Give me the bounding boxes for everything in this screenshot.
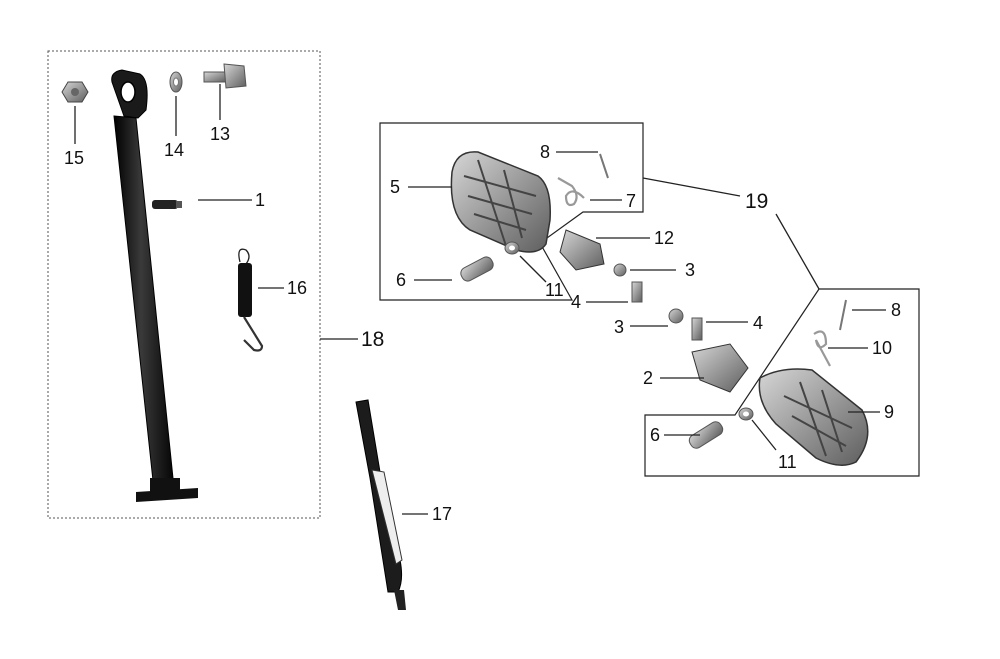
callout-15: 15 xyxy=(64,148,84,168)
group-box-18 xyxy=(47,50,321,519)
callout-1: 1 xyxy=(255,190,265,210)
side-stand-part xyxy=(111,69,198,502)
bolt-3-upper-part xyxy=(613,263,627,277)
group-box-19-lower xyxy=(644,288,920,477)
washer-part xyxy=(169,71,183,93)
return-spring-part xyxy=(238,248,264,352)
callout-11-upper: 11 xyxy=(545,280,564,300)
stand-clip-part xyxy=(355,399,406,610)
callout-10: 10 xyxy=(872,338,892,358)
clevis-pin-upper-part xyxy=(460,256,494,282)
callout-7: 7 xyxy=(626,191,636,211)
washer-lower-part xyxy=(738,407,754,421)
callout-12: 12 xyxy=(654,228,674,248)
callout-13: 13 xyxy=(210,124,230,144)
callout-14: 14 xyxy=(164,140,184,160)
callout-8-lower: 8 xyxy=(891,300,901,320)
flange-nut-part xyxy=(61,81,89,103)
footpeg-upper-part xyxy=(450,151,551,253)
washer-upper-part xyxy=(504,241,520,255)
cotter-pin-lower-part xyxy=(839,299,847,331)
cotter-pin-upper-part xyxy=(599,153,609,179)
callout-4-lower: 4 xyxy=(753,313,763,333)
callout-6-lower: 6 xyxy=(650,425,660,445)
footpeg-lower-part xyxy=(758,368,869,466)
callout-11-lower: 11 xyxy=(778,452,797,472)
group-box-19-upper xyxy=(379,122,644,301)
callout-5: 5 xyxy=(390,177,400,197)
callout-2: 2 xyxy=(643,368,653,388)
callout-6-upper: 6 xyxy=(396,270,406,290)
bolt-4-lower-part xyxy=(691,317,703,341)
callout-17: 17 xyxy=(432,504,452,524)
callout-3-lower: 3 xyxy=(614,317,624,337)
callout-3-upper: 3 xyxy=(685,260,695,280)
callout-8-upper: 8 xyxy=(540,142,550,162)
bolt-3-lower-part xyxy=(668,308,684,324)
callout-4-upper: 4 xyxy=(571,292,581,312)
callout-labels: 1 15 14 13 16 18 17 5 6 8 7 11 12 3 4 3 … xyxy=(64,124,901,524)
callout-9: 9 xyxy=(884,402,894,422)
footpeg-bracket-upper-part xyxy=(559,229,605,271)
torsion-spring-upper-part xyxy=(557,177,585,207)
torsion-spring-lower-part xyxy=(813,330,831,367)
callout-19: 19 xyxy=(745,190,768,213)
bolt-4-upper-part xyxy=(631,281,643,303)
callout-16: 16 xyxy=(287,278,307,298)
leader-lines xyxy=(74,84,886,515)
callout-18: 18 xyxy=(361,328,384,351)
footpeg-bracket-lower-part xyxy=(691,343,749,393)
pivot-bolt-part xyxy=(203,63,247,89)
clevis-pin-lower-part xyxy=(688,421,724,449)
